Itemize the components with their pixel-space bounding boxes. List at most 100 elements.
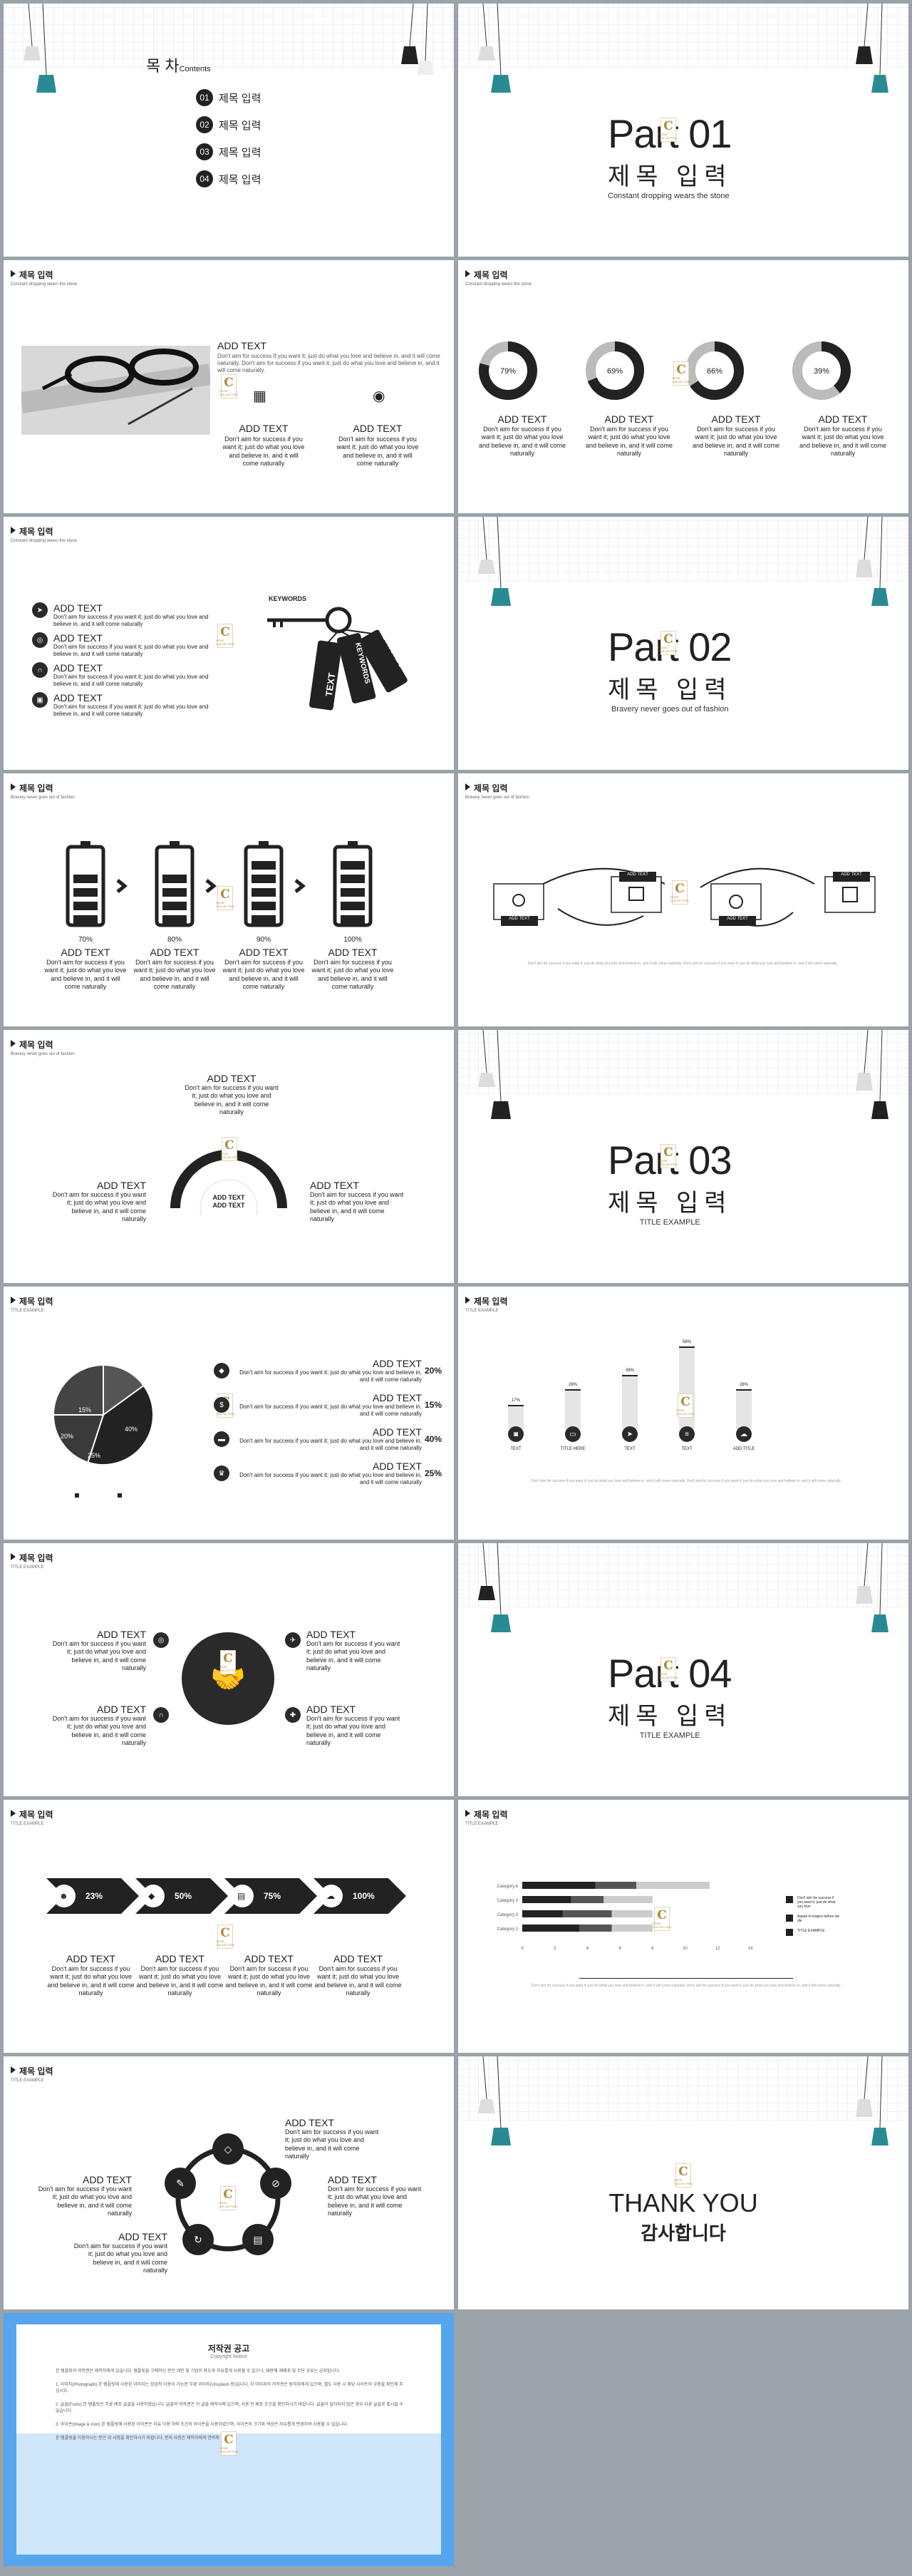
key-tags-icon [267,607,408,711]
copyright-notice[interactable]: 저작권 공고 Copyright Notice 본 템플릿의 저작권은 제작자에… [4,2313,454,2566]
logo-letter: C [224,2432,234,2447]
slide-part-02[interactable]: Part 02 제목 입력 Bravery never goes out of … [458,517,908,770]
header-title: 제목 입력 [465,1808,508,1820]
text-body: Don't aim for success if you want it; ju… [53,614,209,627]
toc-title-en: Contents [179,65,211,73]
text-title: ADD TEXT [97,1180,146,1191]
battery-body [155,845,195,927]
svg-text:⊘: ⊘ [271,2178,280,2189]
header-title: 제목 입력 [11,1552,53,1564]
part-subtitle: Bravery never goes out of fashion [611,705,729,713]
header-subtitle: TITLE EXAMPLE [11,2078,44,2083]
text-title: ADD TEXT [818,413,868,425]
chart-legend: Don't aim for success if you want it; ju… [786,1896,900,1936]
slice-label: 40% [125,1426,138,1433]
x-tick-label: 2 [554,1947,556,1951]
puzzle-icon: ✚ [285,1707,301,1723]
notice-paragraph: 1. 이미지(Photograph) 본 템플릿에 사용된 이미지는 상업적 이… [56,2383,403,2394]
logo-letter: C [663,1145,673,1160]
legend-label: Aspire to inspire before we die [797,1915,840,1923]
row-percent: 25% [424,1468,442,1478]
battery-bar [162,915,187,924]
pendant-lamps-right [856,1543,888,1632]
text-title: ADD TEXT [497,413,547,425]
svg-text:✎: ✎ [176,2178,185,2189]
battery-bar [162,902,187,910]
pendant-lamps-left [478,1543,511,1632]
battery-bar [73,915,98,924]
slide-part-01[interactable]: Part 01 제목 입력 Constant dropping wears th… [458,4,908,257]
grid-background [458,1030,908,1094]
step-percent: 23% [86,1891,103,1901]
logo-caption: ROSE COLLECTION [674,2178,693,2185]
battery-bar [162,888,187,897]
text-body: Don't aim for success if you want it; ju… [52,1640,146,1671]
chevron-right-icon [294,879,306,893]
text-body: Don't aim for success if you want it; ju… [314,1965,402,1997]
header-title: 제목 입력 [465,1295,508,1307]
text-title: ADD TEXT [150,947,200,958]
wifi-icon: ◉ [373,388,385,404]
donut-label: 69% [607,367,623,376]
toc-number: 03 [196,143,213,160]
battery-label: 80% [167,936,182,944]
logo-caption: ROSE COLLECTION [220,1151,239,1159]
settings-icon: ≡ [679,1426,695,1442]
pie-slice [103,1364,145,1416]
text-body: Don't aim for success if you want it; ju… [310,1191,404,1222]
box-label: ADD TEXT [627,872,648,877]
toc-label: 제목 입력 [219,119,261,132]
header-title: 제목 입력 [11,782,75,794]
logo-letter: C [663,632,673,646]
logo-caption: ROSE COLLECTION [216,638,234,646]
text-body: Don't aim for success if you want it; ju… [52,1715,146,1746]
row-percent: 20% [424,1366,442,1376]
category-label: Category 3 [497,1899,519,1903]
battery-bar [162,875,187,883]
text-title: ADD TEXT [333,1953,383,1964]
header-subtitle: Constant dropping wears the stone [11,539,78,543]
text-body: Don't aim for success if you want it; ju… [53,644,209,657]
toc-label: 제목 입력 [219,92,261,105]
pie-slice [87,1384,154,1465]
text-title: ADD TEXT [244,1953,294,1964]
battery-bar [341,915,365,924]
legend-swatch [786,1915,793,1922]
donut-arc [586,341,644,400]
donut-label: 39% [814,367,829,376]
pendant-lamps-right [856,1030,888,1119]
text-title: ADD TEXT [285,2117,334,2128]
gauge-center-label: ADD TEXT ADD TEXT [212,1194,245,1209]
battery-cap [81,841,90,847]
text-title: ADD TEXT [372,1358,422,1369]
bar-segment [522,1925,579,1932]
